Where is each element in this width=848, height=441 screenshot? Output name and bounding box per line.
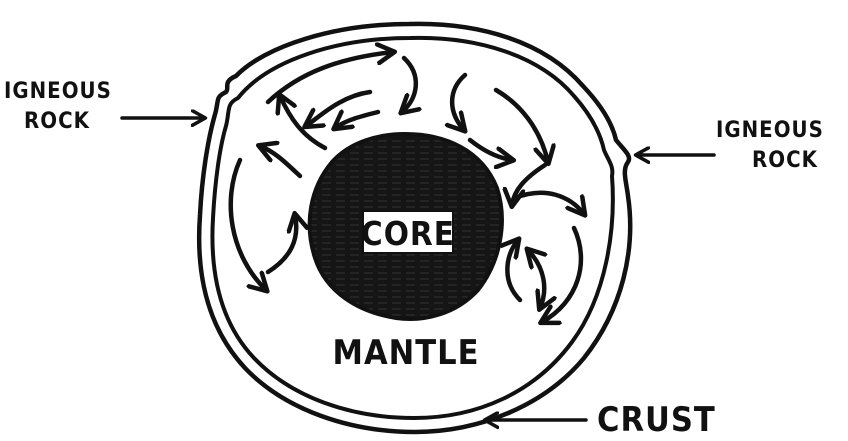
- convection-arrow: [402, 58, 416, 112]
- convection-arrow: [268, 52, 393, 102]
- convection-arrow: [452, 75, 465, 130]
- convection-arrow: [306, 92, 370, 126]
- igneous-rock-right-line2: ROCK: [752, 148, 818, 173]
- convection-arrow: [507, 240, 520, 300]
- convection-arrow: [335, 112, 378, 128]
- convection-arrow: [515, 193, 584, 214]
- convection-arrow: [280, 96, 325, 148]
- mantle-label: MANTLE: [333, 333, 480, 373]
- core-label: CORE: [361, 214, 455, 253]
- convection-arrow: [268, 215, 296, 272]
- convection-arrow: [542, 228, 581, 322]
- crust-label: CRUST: [597, 400, 716, 440]
- convection-arrow: [260, 146, 300, 176]
- convection-arrow: [496, 90, 548, 162]
- igneous-rock-left-line1: IGNEOUS: [4, 79, 112, 104]
- igneous-rock-left-line2: ROCK: [24, 109, 90, 134]
- convection-arrow: [231, 160, 266, 290]
- convection-arrow: [528, 250, 544, 308]
- igneous-rock-right-line1: IGNEOUS: [716, 118, 824, 143]
